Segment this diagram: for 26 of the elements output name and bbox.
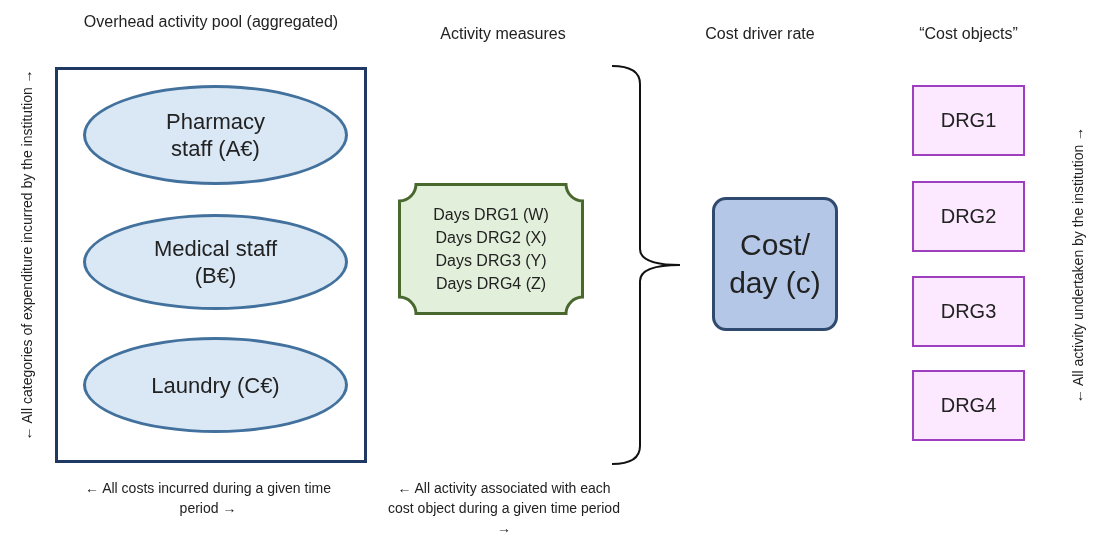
node-text: Days DRG4 (Z) — [435, 274, 547, 294]
node-text: Cost/ day (c) — [729, 227, 821, 301]
node-text: Days DRG2 (X) — [435, 228, 547, 248]
activity-plaque — [398, 183, 584, 315]
period-note: ← All activity associated with each cost object during a given time period → — [388, 479, 620, 538]
column-heading: “Cost objects” — [918, 24, 1019, 44]
node-text: Medical staff (B€) — [152, 235, 279, 289]
column-heading: Cost driver rate — [704, 24, 816, 44]
cost-object-box — [912, 85, 1025, 156]
node-text: Laundry (C€) — [151, 371, 280, 399]
axis-note: ← All activity undertaken by the institution → — [1069, 125, 1087, 406]
node-text: DRG3 — [940, 300, 997, 323]
period-note: ← All costs incurred during a given time period → — [84, 479, 332, 518]
node-text: DRG2 — [940, 205, 997, 228]
column-heading: Activity measures — [439, 24, 567, 44]
axis-note: ← All categories of expenditure incurred by the institution → — [18, 68, 36, 443]
cost-object-box — [912, 181, 1025, 252]
cost-object-box — [912, 370, 1025, 441]
node-text: Days DRG1 (W) — [433, 205, 549, 225]
rate-box — [712, 197, 838, 331]
cost-object-box — [912, 276, 1025, 347]
node-text: Days DRG3 (Y) — [435, 251, 547, 271]
node-text: DRG4 — [940, 394, 997, 417]
column-heading: Overhead activity pool (aggregated) — [82, 12, 340, 32]
node-text: Pharmacy staff (A€) — [166, 108, 266, 162]
node-text: DRG1 — [940, 109, 997, 132]
